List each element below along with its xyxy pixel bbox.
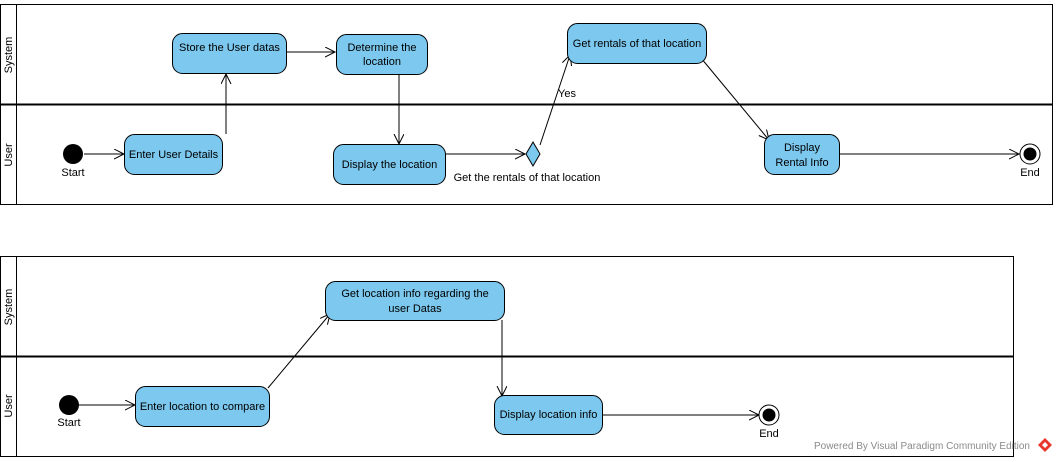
lane-system: System [3, 289, 15, 326]
action-label: Store the User datas [179, 42, 280, 54]
action-enter-user-details[interactable]: Enter User Details [124, 134, 223, 175]
flow-decision-to-get-rentals [539, 55, 570, 146]
action-display-rental-info[interactable]: Display Rental Info [764, 134, 840, 175]
lane-user: User [3, 394, 15, 418]
flow-get-rentals-to-display-info [700, 57, 769, 140]
decision-node[interactable] [525, 141, 541, 167]
action-store-user-datas[interactable]: Store the User datas [172, 33, 287, 74]
action-label: Get rentals of that location [573, 38, 701, 50]
action-label: Enter location to compare [140, 401, 265, 413]
powered-by-footer: Powered By Visual Paradigm Community Edi… [813, 441, 1030, 452]
diagram-2-flows [79, 314, 759, 415]
action-determine-location[interactable]: Determine the location [336, 34, 428, 75]
flow-enter-location-to-get-info [267, 314, 330, 389]
lane-system: System [3, 37, 15, 74]
action-label-line-2: user Datas [388, 303, 442, 315]
action-label-line-1: Determine the [347, 42, 416, 54]
end-label: End [1020, 167, 1040, 179]
action-label: Display location info [500, 409, 598, 421]
action-get-location-info[interactable]: Get location info regarding the user Dat… [325, 281, 505, 321]
action-label-line-1: Display [784, 142, 821, 154]
start-label: Start [61, 167, 84, 179]
action-get-rentals[interactable]: Get rentals of that location [567, 23, 707, 64]
visual-paradigm-logo-icon [1038, 438, 1052, 452]
start-node [63, 144, 83, 164]
lane-user: User [3, 143, 15, 167]
action-label-line-1: Get location info regarding the [341, 288, 488, 300]
start-node [59, 395, 79, 415]
action-label: Enter User Details [129, 149, 219, 161]
start-label: Start [57, 417, 80, 429]
action-label: Display the location [342, 159, 437, 171]
guard-yes-label: Yes [558, 88, 576, 100]
end-node [1019, 143, 1041, 165]
diagram-1: System User Start Store the User datas D… [0, 4, 1053, 205]
action-display-location-info[interactable]: Display location info [494, 395, 603, 435]
action-label-line-2: location [363, 56, 401, 68]
action-display-location[interactable]: Display the location [333, 144, 446, 185]
end-label: End [759, 428, 779, 440]
diagram-2: System User Start Get location info rega… [0, 256, 1014, 457]
action-label-line-2: Rental Info [775, 157, 828, 169]
end-node [758, 404, 780, 426]
action-enter-location-to-compare[interactable]: Enter location to compare [135, 386, 270, 427]
flow-note-label: Get the rentals of that location [454, 172, 601, 184]
diagram-1-flows [84, 52, 1019, 154]
